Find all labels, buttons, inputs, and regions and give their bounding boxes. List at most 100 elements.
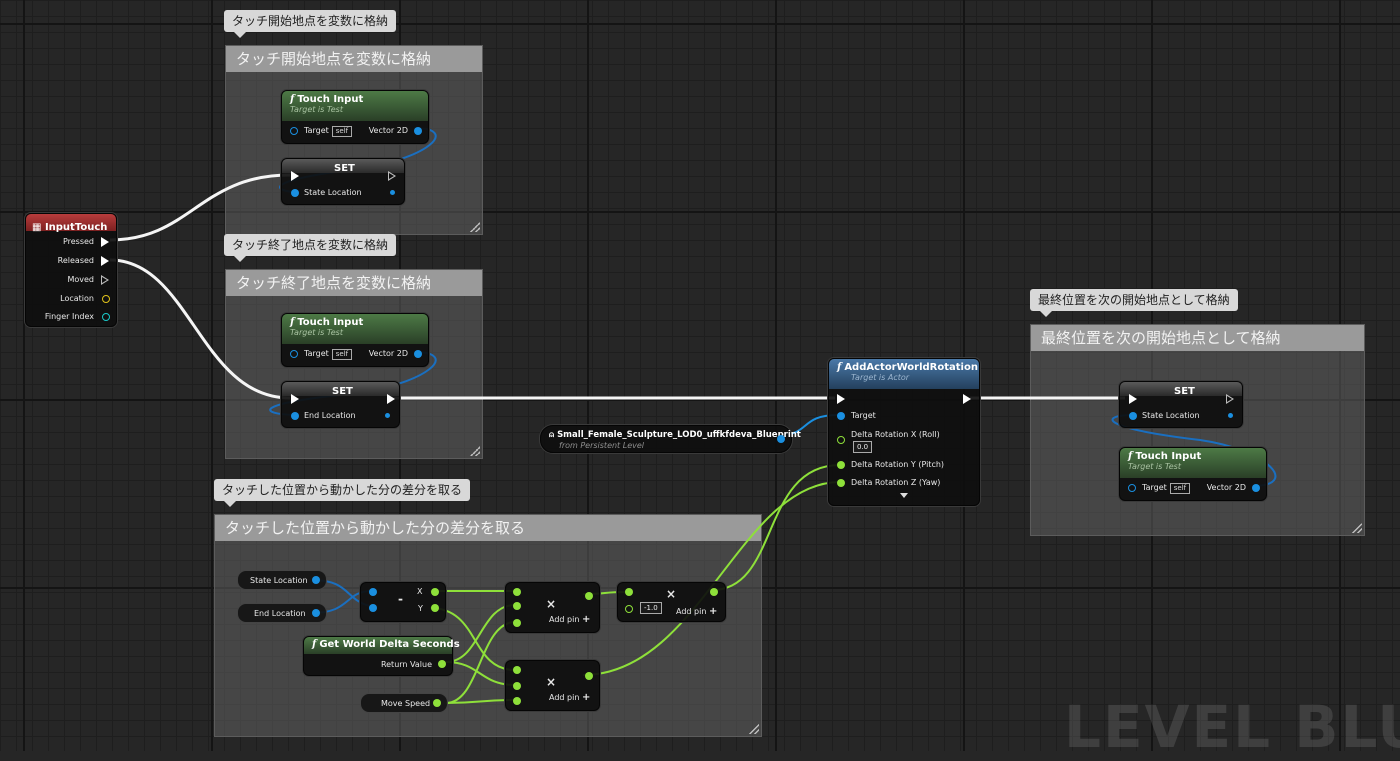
actor-reference-title: Small_Female_Sculpture_LOD0_uffkfdeva_Bl… bbox=[557, 430, 801, 440]
pressed-exec-pin[interactable] bbox=[101, 237, 109, 247]
delta-pitch-pin[interactable] bbox=[837, 461, 845, 469]
multiply-in-b-pin[interactable] bbox=[625, 605, 633, 613]
function-icon: f bbox=[837, 362, 842, 373]
out-x-pin[interactable] bbox=[431, 588, 439, 596]
resize-grip-icon[interactable] bbox=[1352, 523, 1362, 533]
return-value-pin[interactable] bbox=[438, 660, 446, 668]
end-location-out-pin[interactable] bbox=[385, 413, 390, 418]
delta-roll-pin[interactable] bbox=[837, 436, 845, 444]
vector2d-output-pin[interactable] bbox=[414, 350, 422, 358]
subtract-in-b-pin[interactable] bbox=[369, 604, 377, 612]
move-speed-out-pin[interactable] bbox=[433, 699, 441, 707]
comment-title: 最終位置を次の開始地点として格納 bbox=[1031, 325, 1364, 351]
multiply-in-a-pin[interactable] bbox=[625, 588, 633, 596]
state-location-out-pin[interactable] bbox=[1228, 413, 1233, 418]
delta-roll-value-field[interactable]: 0.0 bbox=[853, 441, 873, 453]
target-pin[interactable] bbox=[837, 412, 845, 420]
multiply-out-pin[interactable] bbox=[710, 588, 718, 596]
set-exec-out-pin[interactable] bbox=[388, 171, 396, 181]
set-exec-out-pin[interactable] bbox=[387, 394, 395, 404]
location-pin[interactable] bbox=[102, 295, 110, 303]
multiply-in-c-pin[interactable] bbox=[513, 619, 521, 627]
vector2d-label: Vector 2D bbox=[368, 349, 408, 358]
set-exec-in-pin[interactable] bbox=[291, 171, 299, 181]
add-pin-button[interactable]: Add pin + bbox=[549, 692, 590, 703]
add-actor-exec-in-pin[interactable] bbox=[837, 394, 845, 404]
multiply-out-pin[interactable] bbox=[585, 672, 593, 680]
state-location-in-pin[interactable] bbox=[1129, 412, 1137, 420]
set-header bbox=[1120, 382, 1242, 396]
target-label: Target bbox=[851, 411, 876, 420]
target-pin[interactable] bbox=[290, 350, 298, 358]
pin-label-pressed: Pressed bbox=[62, 237, 94, 246]
self-box[interactable]: self bbox=[1169, 483, 1191, 494]
multiply-negate-node[interactable]: -1.0 × Add pin + bbox=[617, 582, 726, 622]
end-location-label: End Location bbox=[304, 411, 356, 420]
multiply-in-a-pin[interactable] bbox=[513, 588, 521, 596]
target-pin[interactable] bbox=[290, 127, 298, 135]
actor-reference-node[interactable]: ⍝ Small_Female_Sculpture_LOD0_uffkfdeva_… bbox=[540, 425, 801, 453]
input-touch-node[interactable]: ▦ InputTouch Pressed Released Moved Loca… bbox=[25, 213, 117, 327]
state-location-label: State Location bbox=[1142, 411, 1200, 420]
out-y-pin[interactable] bbox=[431, 604, 439, 612]
comment-box-final-position[interactable]: 最終位置を次の開始地点として格納 bbox=[1030, 324, 1365, 536]
multiply-node-2[interactable]: × Add pin + bbox=[505, 660, 600, 711]
actor-reference-out-pin[interactable] bbox=[777, 435, 785, 443]
add-pin-button[interactable]: Add pin + bbox=[549, 614, 590, 625]
end-location-in-pin[interactable] bbox=[291, 412, 299, 420]
subtract-in-a-pin[interactable] bbox=[369, 588, 377, 596]
target-pin[interactable] bbox=[1128, 484, 1136, 492]
resize-grip-icon[interactable] bbox=[470, 446, 480, 456]
resize-grip-icon[interactable] bbox=[470, 222, 480, 232]
set-state-location-node-1[interactable]: SET State Location bbox=[281, 158, 405, 205]
add-actor-exec-out-pin[interactable] bbox=[963, 394, 971, 404]
comment-title: タッチした位置から動かした分の差分を取る bbox=[215, 515, 761, 541]
expand-arrow-icon[interactable] bbox=[900, 493, 908, 498]
resize-grip-icon[interactable] bbox=[749, 724, 759, 734]
multiply-node-1[interactable]: × Add pin + bbox=[505, 582, 600, 633]
self-box[interactable]: self bbox=[331, 349, 353, 360]
comment-box-difference[interactable]: タッチした位置から動かした分の差分を取る bbox=[214, 514, 762, 737]
multiply-in-c-pin[interactable] bbox=[513, 697, 521, 705]
add-pin-button[interactable]: Add pin + bbox=[676, 606, 717, 617]
released-exec-pin[interactable] bbox=[101, 256, 109, 266]
set-exec-in-pin[interactable] bbox=[291, 394, 299, 404]
multiply-in-a-pin[interactable] bbox=[513, 666, 521, 674]
state-location-out-pin[interactable] bbox=[312, 576, 320, 584]
finger-index-pin[interactable] bbox=[102, 313, 110, 321]
state-location-out-pin[interactable] bbox=[390, 190, 395, 195]
set-end-location-node[interactable]: SET End Location bbox=[281, 381, 400, 428]
end-location-out-pin[interactable] bbox=[312, 609, 320, 617]
set-exec-out-pin[interactable] bbox=[1226, 394, 1234, 404]
delta-yaw-pin[interactable] bbox=[837, 479, 845, 487]
target-label: Target bbox=[1142, 483, 1167, 492]
set-exec-in-pin[interactable] bbox=[1129, 394, 1137, 404]
multiply-in-b-pin[interactable] bbox=[513, 602, 521, 610]
set-state-location-node-2[interactable]: SET State Location bbox=[1119, 381, 1243, 428]
move-speed-get-node[interactable]: Move Speed bbox=[360, 693, 448, 713]
target-label: Target bbox=[304, 349, 329, 358]
vector2d-output-pin[interactable] bbox=[1252, 484, 1260, 492]
multiply-in-b-pin[interactable] bbox=[513, 682, 521, 690]
touch-input-title: Touch Input bbox=[297, 317, 364, 328]
moved-exec-pin[interactable] bbox=[101, 275, 109, 285]
multiply-out-pin[interactable] bbox=[585, 592, 593, 600]
comment-bubble-touch-end: タッチ終了地点を変数に格納 bbox=[224, 234, 397, 262]
subtract-vector2d-node[interactable]: - X Y bbox=[360, 582, 446, 622]
multiply-icon: × bbox=[666, 587, 677, 601]
negate-value-field[interactable]: -1.0 bbox=[640, 602, 662, 614]
state-location-in-pin[interactable] bbox=[291, 189, 299, 197]
end-location-get-node[interactable]: End Location bbox=[237, 603, 327, 623]
state-location-get-node[interactable]: State Location bbox=[237, 570, 327, 590]
function-icon: f bbox=[290, 317, 295, 328]
self-box[interactable]: self bbox=[331, 126, 353, 137]
vector2d-output-pin[interactable] bbox=[414, 127, 422, 135]
